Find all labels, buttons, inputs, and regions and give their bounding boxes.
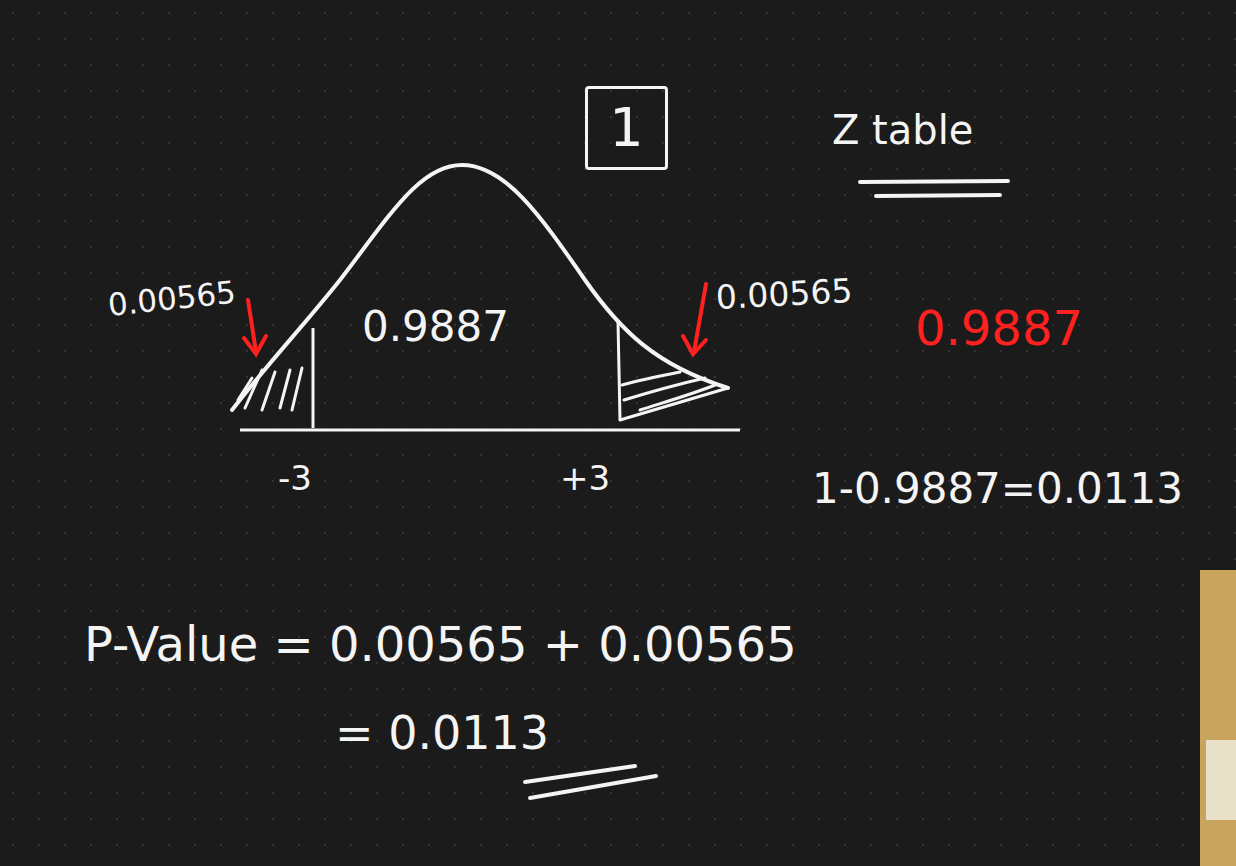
- step-number: 1: [609, 101, 643, 155]
- normal-curve: [232, 165, 728, 410]
- z-score: -3: [278, 460, 312, 497]
- center-area: 0.9887: [362, 304, 509, 350]
- webcam-overlay: [1206, 740, 1236, 820]
- x-axis: [240, 429, 740, 432]
- tail-pointer-arrow: [244, 284, 706, 354]
- boxed-number: 1: [585, 86, 668, 170]
- table-value: 0.9887: [915, 302, 1083, 355]
- tail-area: 0.00565: [715, 273, 853, 316]
- double-underline: [860, 181, 1008, 196]
- double-underline: [525, 766, 656, 798]
- table-reference: Z table: [832, 108, 973, 152]
- p-value-result: = 0.0113: [335, 708, 549, 759]
- complement-calculation: 1-0.9887=0.0113: [812, 466, 1183, 512]
- right-tail-hatch: [620, 372, 728, 420]
- right-boundary: [618, 322, 620, 420]
- webcam-overlay: [1200, 570, 1236, 866]
- z-score: +3: [560, 460, 610, 497]
- p-value-formula: P-Value = 0.00565 + 0.00565: [84, 618, 797, 671]
- left-boundary: [312, 328, 315, 428]
- left-tail-hatch: [238, 368, 302, 410]
